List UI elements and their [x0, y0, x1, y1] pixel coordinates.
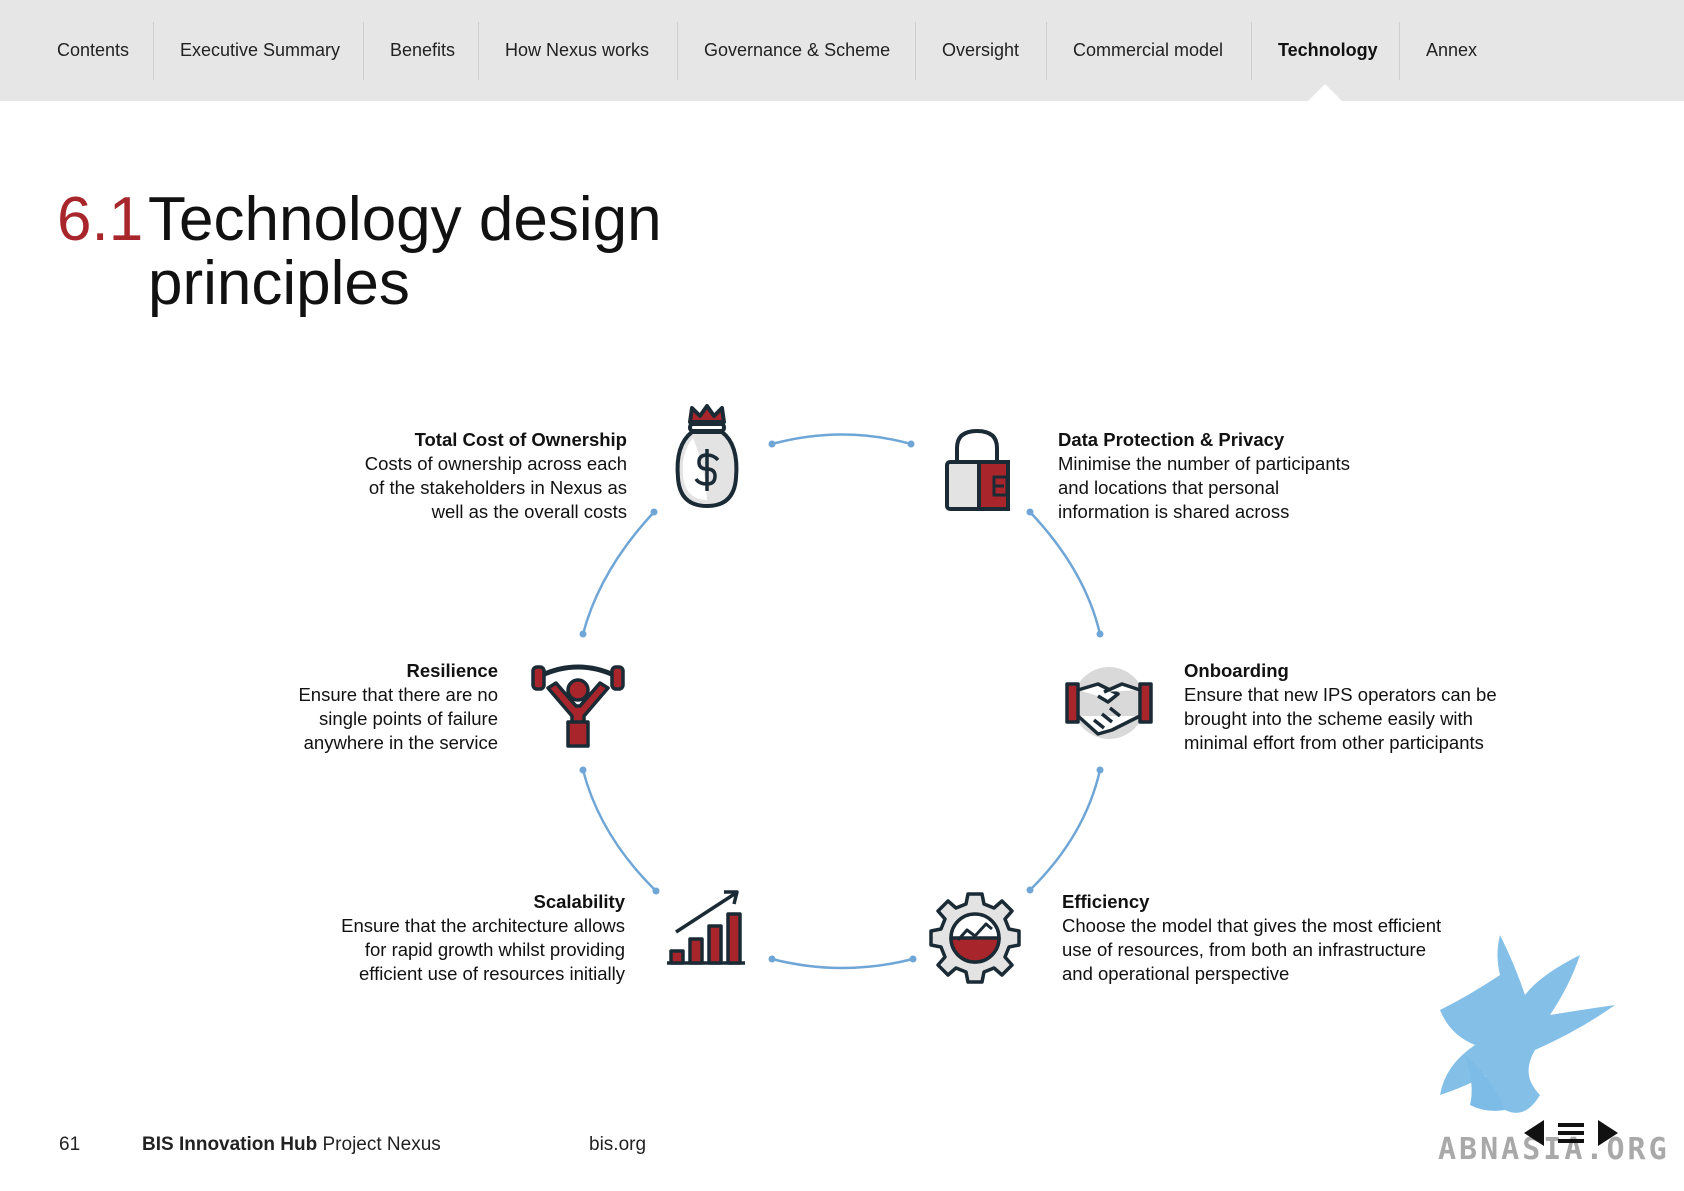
- money-bag-icon: [675, 404, 739, 508]
- footer-brand: BIS Innovation Hub Project Nexus: [142, 1134, 441, 1156]
- tab-commercial-model[interactable]: Commercial model: [1047, 21, 1252, 80]
- gear-gauge-icon: [929, 892, 1021, 984]
- footer-project-name: Project Nexus: [322, 1134, 441, 1155]
- principle-heading: Total Cost of Ownership: [414, 429, 627, 450]
- tab-executive-summary[interactable]: Executive Summary: [154, 21, 364, 80]
- cycle-connectors: [581, 433, 1102, 970]
- tab-technology[interactable]: Technology: [1252, 21, 1400, 80]
- principle-description: Ensure that there are no single points o…: [298, 684, 498, 753]
- watermark-logo: ABNASIA.ORG: [1438, 935, 1670, 1165]
- footer-brand-name: BIS Innovation Hub: [142, 1134, 318, 1155]
- connector-resilience-tco: [581, 511, 655, 635]
- principle-total-cost-of-ownership: Total Cost of Ownership Costs of ownersh…: [365, 428, 627, 524]
- principle-heading: Data Protection & Privacy: [1058, 429, 1285, 450]
- principle-description: Costs of ownership across each of the st…: [364, 453, 627, 522]
- principle-resilience: Resilience Ensure that there are no sing…: [298, 659, 498, 755]
- active-tab-indicator: [1308, 84, 1342, 101]
- next-page-icon[interactable]: [1594, 1118, 1622, 1148]
- principle-description: Minimise the number of participants and …: [1058, 453, 1351, 522]
- principle-heading: Onboarding: [1184, 660, 1289, 681]
- handshake-icon: [1065, 667, 1153, 739]
- connector-scalability-resilience: [581, 769, 657, 892]
- tab-benefits[interactable]: Benefits: [364, 21, 479, 80]
- connector-onboarding-efficiency: [1029, 769, 1102, 891]
- connector-efficiency-scalability: [771, 957, 914, 970]
- section-number: 6.1: [57, 185, 144, 254]
- top-nav: Contents Executive Summary Benefits How …: [0, 0, 1684, 101]
- page-navigation: [1520, 1118, 1622, 1148]
- tab-annex[interactable]: Annex: [1426, 40, 1478, 60]
- growth-chart-icon: [667, 890, 745, 965]
- tab-oversight[interactable]: Oversight: [916, 21, 1047, 80]
- principle-onboarding: Onboarding Ensure that new IPS operators…: [1184, 659, 1497, 755]
- principle-data-protection-privacy: Data Protection & Privacy Minimise the n…: [1058, 428, 1350, 524]
- tab-contents[interactable]: Contents: [0, 21, 154, 80]
- page-title: 6.1Technology design principles: [57, 188, 662, 316]
- principle-description: Ensure that the architecture allows for …: [341, 915, 625, 984]
- principle-heading: Resilience: [406, 660, 498, 681]
- principle-heading: Scalability: [533, 891, 625, 912]
- tab-governance-scheme[interactable]: Governance & Scheme: [678, 21, 916, 80]
- menu-icon[interactable]: [1556, 1120, 1586, 1146]
- principle-description: Ensure that new IPS operators can be bro…: [1184, 684, 1497, 753]
- connector-tco-privacy: [771, 433, 912, 446]
- weightlifter-icon: [531, 664, 625, 748]
- principle-heading: Efficiency: [1062, 891, 1150, 912]
- footer-site-link[interactable]: bis.org: [589, 1134, 647, 1155]
- page-number: 61: [59, 1134, 81, 1155]
- title-line-2: principles: [148, 249, 410, 318]
- principle-description: Choose the model that gives the most eff…: [1062, 915, 1442, 984]
- watermark-text: ABNASIA.ORG: [1438, 1132, 1670, 1165]
- connector-privacy-onboarding: [1029, 511, 1102, 635]
- principle-efficiency: Efficiency Choose the model that gives t…: [1062, 890, 1441, 986]
- title-line-1: Technology design: [148, 185, 662, 254]
- previous-page-icon[interactable]: [1520, 1118, 1548, 1148]
- principle-scalability: Scalability Ensure that the architecture…: [341, 890, 625, 986]
- tab-how-nexus-works[interactable]: How Nexus works: [479, 21, 678, 80]
- padlock-icon: [945, 428, 1010, 511]
